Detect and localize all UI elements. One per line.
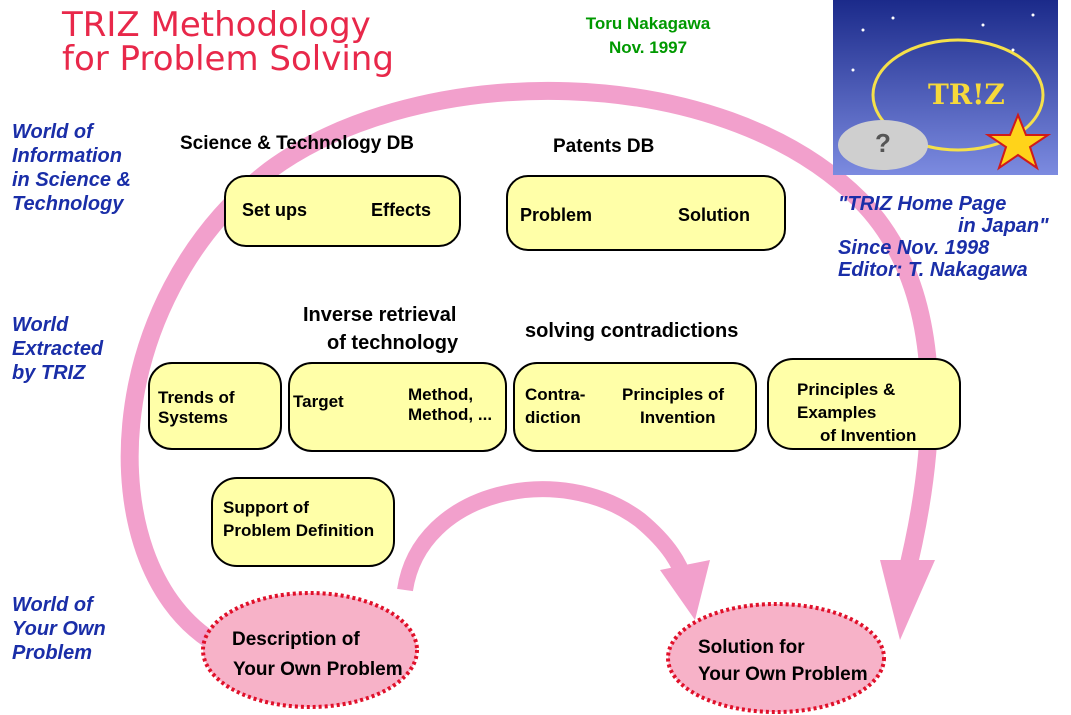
- description-line2: Your Own Problem: [233, 659, 403, 680]
- box-support: [211, 477, 395, 567]
- inner-arc: [397, 481, 693, 592]
- box-solution-label: Solution: [678, 205, 750, 225]
- author-name: Toru Nakagawa: [585, 14, 711, 33]
- world-own-line: Your Own: [12, 618, 106, 640]
- box-problem-label: Problem: [520, 205, 593, 225]
- logo-question: ?: [875, 128, 891, 158]
- box-trends: [148, 362, 282, 450]
- home-page-line4: Editor: T. Nakagawa: [838, 259, 1028, 281]
- home-page-line1: "TRIZ Home Page: [838, 193, 1007, 215]
- world-triz-line: by TRIZ: [12, 362, 86, 384]
- box-trends-1: Trends of: [158, 388, 235, 407]
- heading-sci-db: Science & Technology DB: [180, 133, 415, 154]
- author-date: Nov. 1997: [608, 38, 688, 57]
- heading-inverse-2: of technology: [327, 332, 459, 354]
- box-pe-1: Principles &: [797, 380, 896, 399]
- world-triz-label: World Extracted by TRIZ: [12, 313, 103, 385]
- outer-arrowhead: [880, 560, 935, 640]
- box-pe-2: Examples: [797, 403, 877, 422]
- logo-text: TR!Z: [928, 78, 1005, 111]
- box-effects-label: Effects: [371, 200, 432, 220]
- page-title: TRIZ Methodology for Problem Solving: [62, 8, 394, 76]
- inner-arrowhead: [660, 560, 710, 620]
- box-principles-2: Invention: [640, 408, 716, 427]
- box-principles-1: Principles of: [622, 385, 725, 404]
- description-ellipse: [201, 591, 419, 709]
- box-contra-1: Contra-: [525, 385, 586, 404]
- world-own-line: World of: [12, 594, 93, 616]
- title-line2: for Problem Solving: [62, 39, 394, 79]
- world-info-line: Technology: [12, 193, 124, 215]
- box-target-label: Target: [293, 392, 344, 411]
- heading-solving: solving contradictions: [525, 320, 739, 342]
- world-info-line: World of: [12, 121, 93, 143]
- box-setups-effects: [224, 175, 461, 247]
- author-block: Toru Nakagawa Nov. 1997: [548, 12, 748, 60]
- description-line1: Description of: [232, 629, 360, 650]
- box-method-2: Method, ...: [408, 405, 493, 424]
- box-contradiction: [513, 362, 757, 452]
- solution-line2: Your Own Problem: [698, 664, 868, 685]
- home-page-line3: Since Nov. 1998: [838, 237, 990, 259]
- world-info-label: World of Information in Science & Techno…: [12, 120, 131, 216]
- box-trends-2: Systems: [158, 408, 228, 427]
- box-support-1: Support of: [223, 498, 309, 517]
- box-contra-2: diction: [525, 408, 581, 427]
- world-own-line: Problem: [12, 642, 93, 664]
- heading-patents-db: Patents DB: [553, 136, 655, 157]
- box-target-method: [288, 362, 507, 452]
- world-info-line: Information: [12, 145, 122, 167]
- home-page-line2: in Japan": [958, 215, 1049, 237]
- triz-logo: TR!Z ?: [833, 0, 1058, 175]
- box-principles-examples: [767, 358, 961, 450]
- world-triz-line: World: [12, 314, 69, 336]
- title-line1: TRIZ Methodology: [62, 5, 371, 45]
- box-pe-3: of Invention: [820, 426, 917, 445]
- outer-arc: [120, 81, 939, 648]
- logo-graphic: [838, 13, 1052, 171]
- box-support-2: Problem Definition: [223, 521, 375, 540]
- world-own-label: World of Your Own Problem: [12, 593, 106, 665]
- box-setups-label: Set ups: [242, 200, 308, 220]
- box-method-1: Method,: [408, 385, 474, 404]
- world-triz-line: Extracted: [12, 338, 104, 360]
- solution-line1: Solution for: [698, 637, 805, 658]
- box-problem-solution: [506, 175, 786, 251]
- home-page-credit: "TRIZ Home Page in Japan" Since Nov. 199…: [838, 193, 1071, 281]
- world-info-line: in Science &: [12, 169, 131, 191]
- heading-inverse-1: Inverse retrieval: [303, 304, 457, 326]
- solution-ellipse: [666, 602, 886, 714]
